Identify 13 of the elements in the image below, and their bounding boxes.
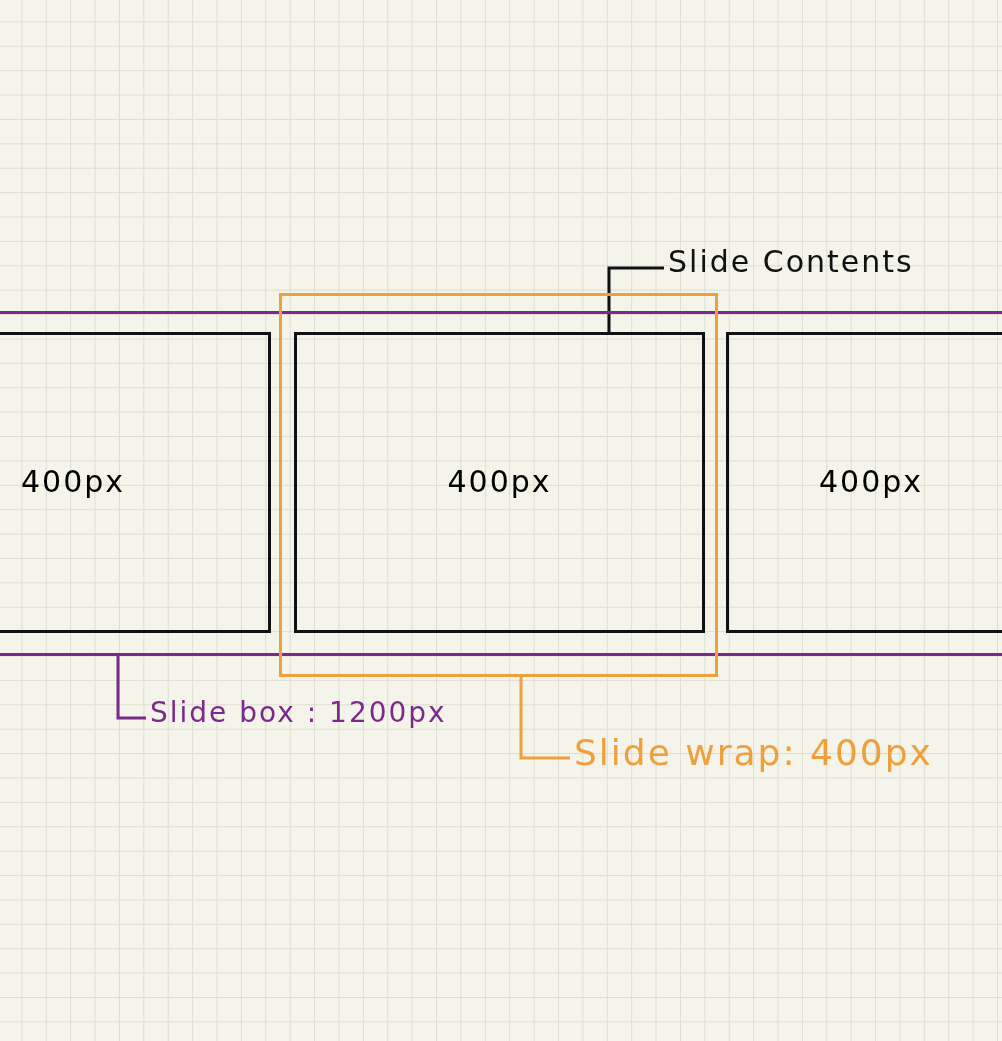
- slide-frame: [294, 332, 705, 633]
- leader-line: [519, 677, 570, 760]
- wrap-outline: [279, 293, 718, 677]
- slide-frame: [0, 332, 271, 633]
- size-label: 400px: [447, 463, 552, 499]
- slide-frame: [726, 332, 1002, 633]
- leader-line: [116, 656, 146, 720]
- callout-label: Slide Contents: [668, 244, 914, 288]
- callout-label: Slide box : 1200px: [150, 696, 447, 736]
- size-label: 400px: [21, 463, 126, 499]
- size-label: 400px: [818, 463, 924, 499]
- leader-line: [607, 266, 664, 332]
- callout-label: Slide wrap: 400px: [574, 732, 933, 780]
